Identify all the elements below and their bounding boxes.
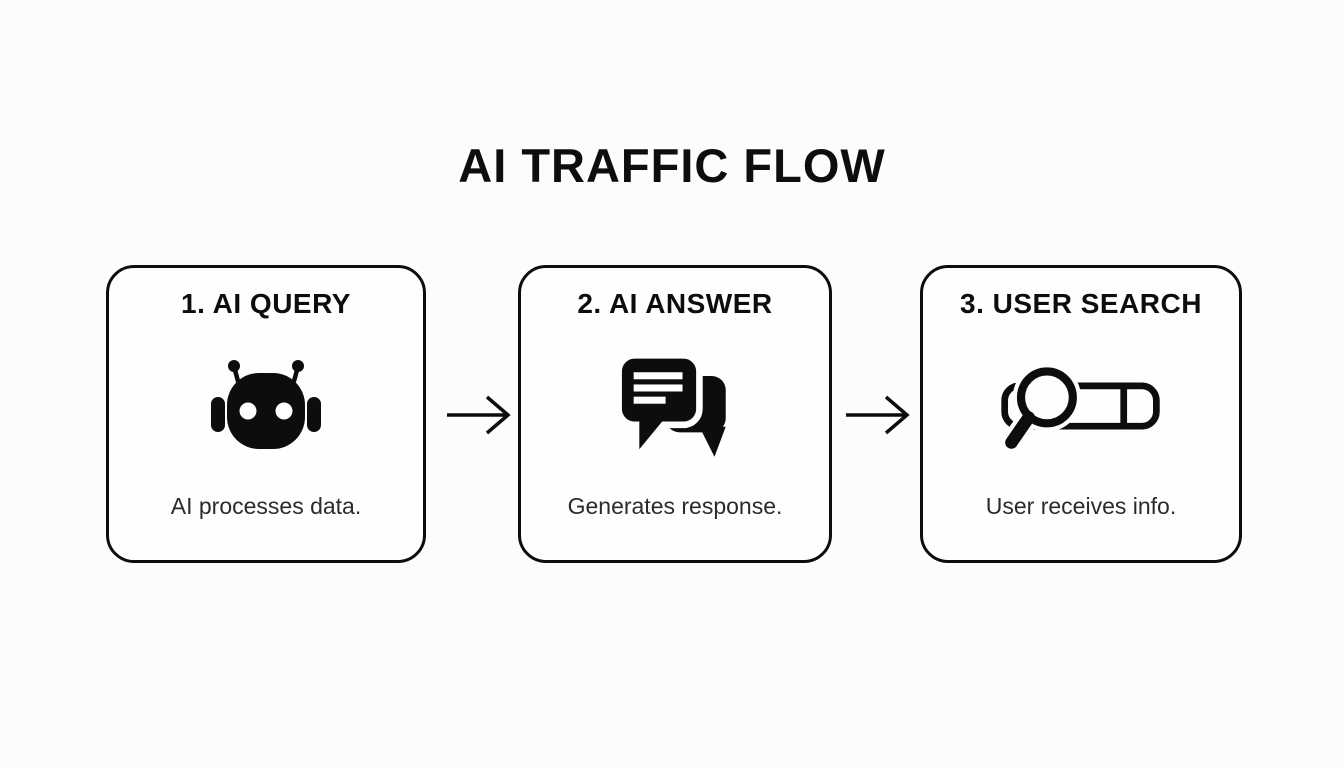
step-heading: 3. USER SEARCH: [960, 288, 1202, 319]
step-heading: 2. AI ANSWER: [577, 288, 773, 319]
step-box-ai-answer: 2. AI ANSWER Generates response.: [518, 265, 832, 563]
robot-icon: [206, 320, 326, 493]
step-heading: 1. AI QUERY: [181, 288, 351, 319]
search-bar-icon: [997, 320, 1165, 493]
page-title: AI TRAFFIC FLOW: [458, 139, 886, 192]
step-description: User receives info.: [985, 493, 1177, 519]
step-box-ai-query: 1. AI QUERY AI processes data.: [106, 265, 426, 563]
step-box-user-search: 3. USER SEARCH User receives info.: [920, 265, 1242, 563]
chat-bubbles-icon: [613, 320, 737, 493]
arrow-right-icon: [447, 395, 511, 435]
arrow-right-icon: [846, 395, 910, 435]
step-description: AI processes data.: [170, 493, 362, 519]
step-description: Generates response.: [567, 493, 783, 519]
